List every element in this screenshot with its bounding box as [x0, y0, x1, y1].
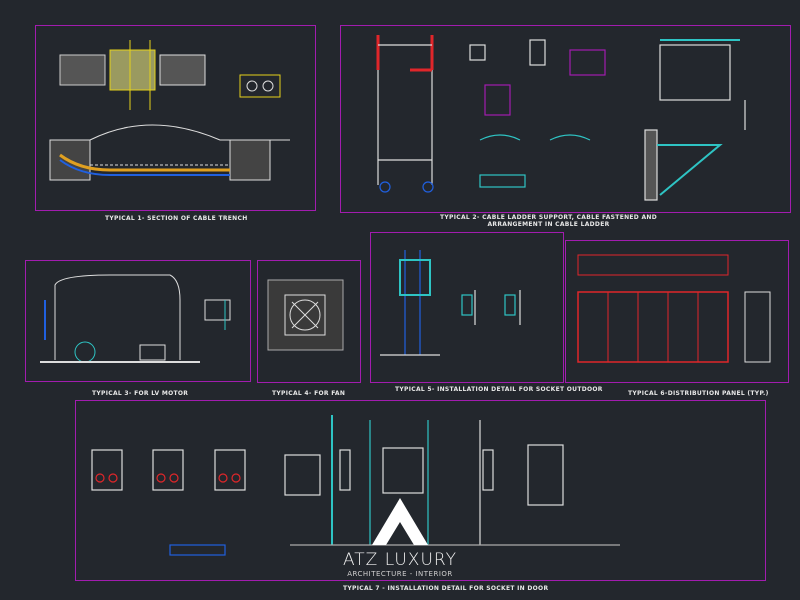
- cable-ladder-drawing: [376, 35, 746, 201]
- caption-typical-4: Typical 4- For fan: [272, 390, 346, 397]
- socket-indoor-drawing: [91, 415, 620, 556]
- socket-outdoor-drawing: [380, 250, 521, 356]
- caption-typical-2: Typical 2- Cable ladder support, cable f…: [440, 214, 657, 228]
- caption-typical-2-line1: Typical 2- Cable ladder support, cable f…: [440, 214, 658, 221]
- frame-typical-3: [25, 260, 251, 382]
- frame-typical-6: [565, 240, 789, 383]
- frame-typical-1: [35, 25, 316, 211]
- logo: ATZ LUXURY ARCHITECTURE - INTERIOR: [340, 480, 460, 578]
- caption-typical-1: Typical 1- Section of cable trench: [105, 215, 248, 222]
- caption-typical-7: Typical 7 - Installation detail for sock…: [343, 585, 549, 592]
- frame-typical-2: [340, 25, 791, 213]
- frame-typical-7: [75, 400, 766, 581]
- fan-drawing: [267, 279, 344, 351]
- cable-trench-drawing: [49, 40, 290, 181]
- logo-mark: [372, 498, 428, 545]
- caption-typical-3: Typical 3- For LV motor: [92, 390, 189, 397]
- caption-typical-2-line2: arrangement in cable ladder: [487, 221, 610, 228]
- logo-tagline: ARCHITECTURE - INTERIOR: [347, 570, 453, 578]
- frame-typical-5: [370, 232, 564, 383]
- caption-typical-6: Typical 6-Distribution panel (TYP.): [628, 390, 769, 397]
- caption-typical-5: Typical 5- Installation detail for socke…: [395, 386, 603, 393]
- logo-name: ATZ LUXURY: [342, 550, 457, 570]
- lv-motor-drawing: [40, 274, 231, 363]
- distribution-panel-drawing: [577, 254, 771, 363]
- frame-typical-4: [257, 260, 361, 383]
